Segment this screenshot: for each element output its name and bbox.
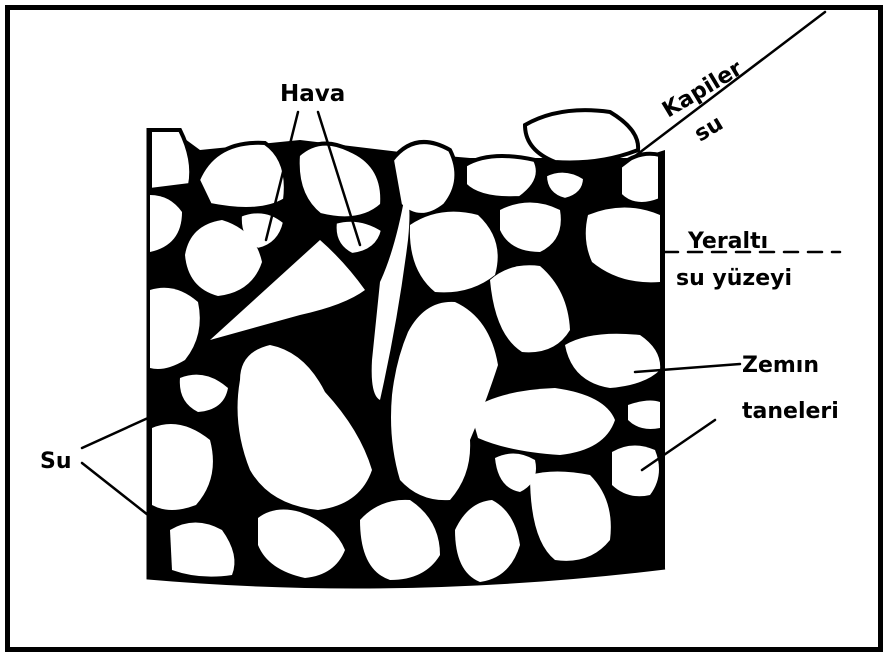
label-yeralti: Yeraltı (687, 229, 768, 254)
label-kapiler: Kapiler (658, 56, 747, 123)
soil-grain (150, 130, 191, 190)
label-su-yuzeyi: su yüzeyi (676, 266, 792, 291)
su-leader-upper (82, 418, 148, 448)
label-hava: Hava (280, 81, 345, 107)
label-taneleri: taneleri (742, 399, 839, 424)
su-leader-lower (82, 463, 148, 515)
soil-grain (465, 156, 538, 198)
soil-grain (525, 110, 638, 162)
label-zemin: Zemın (742, 353, 819, 378)
label-kapiler-su: su (690, 111, 728, 147)
soil-grain (392, 142, 456, 215)
label-su: Su (40, 449, 72, 474)
soil-grain (612, 445, 659, 496)
soil-grain (620, 154, 660, 204)
